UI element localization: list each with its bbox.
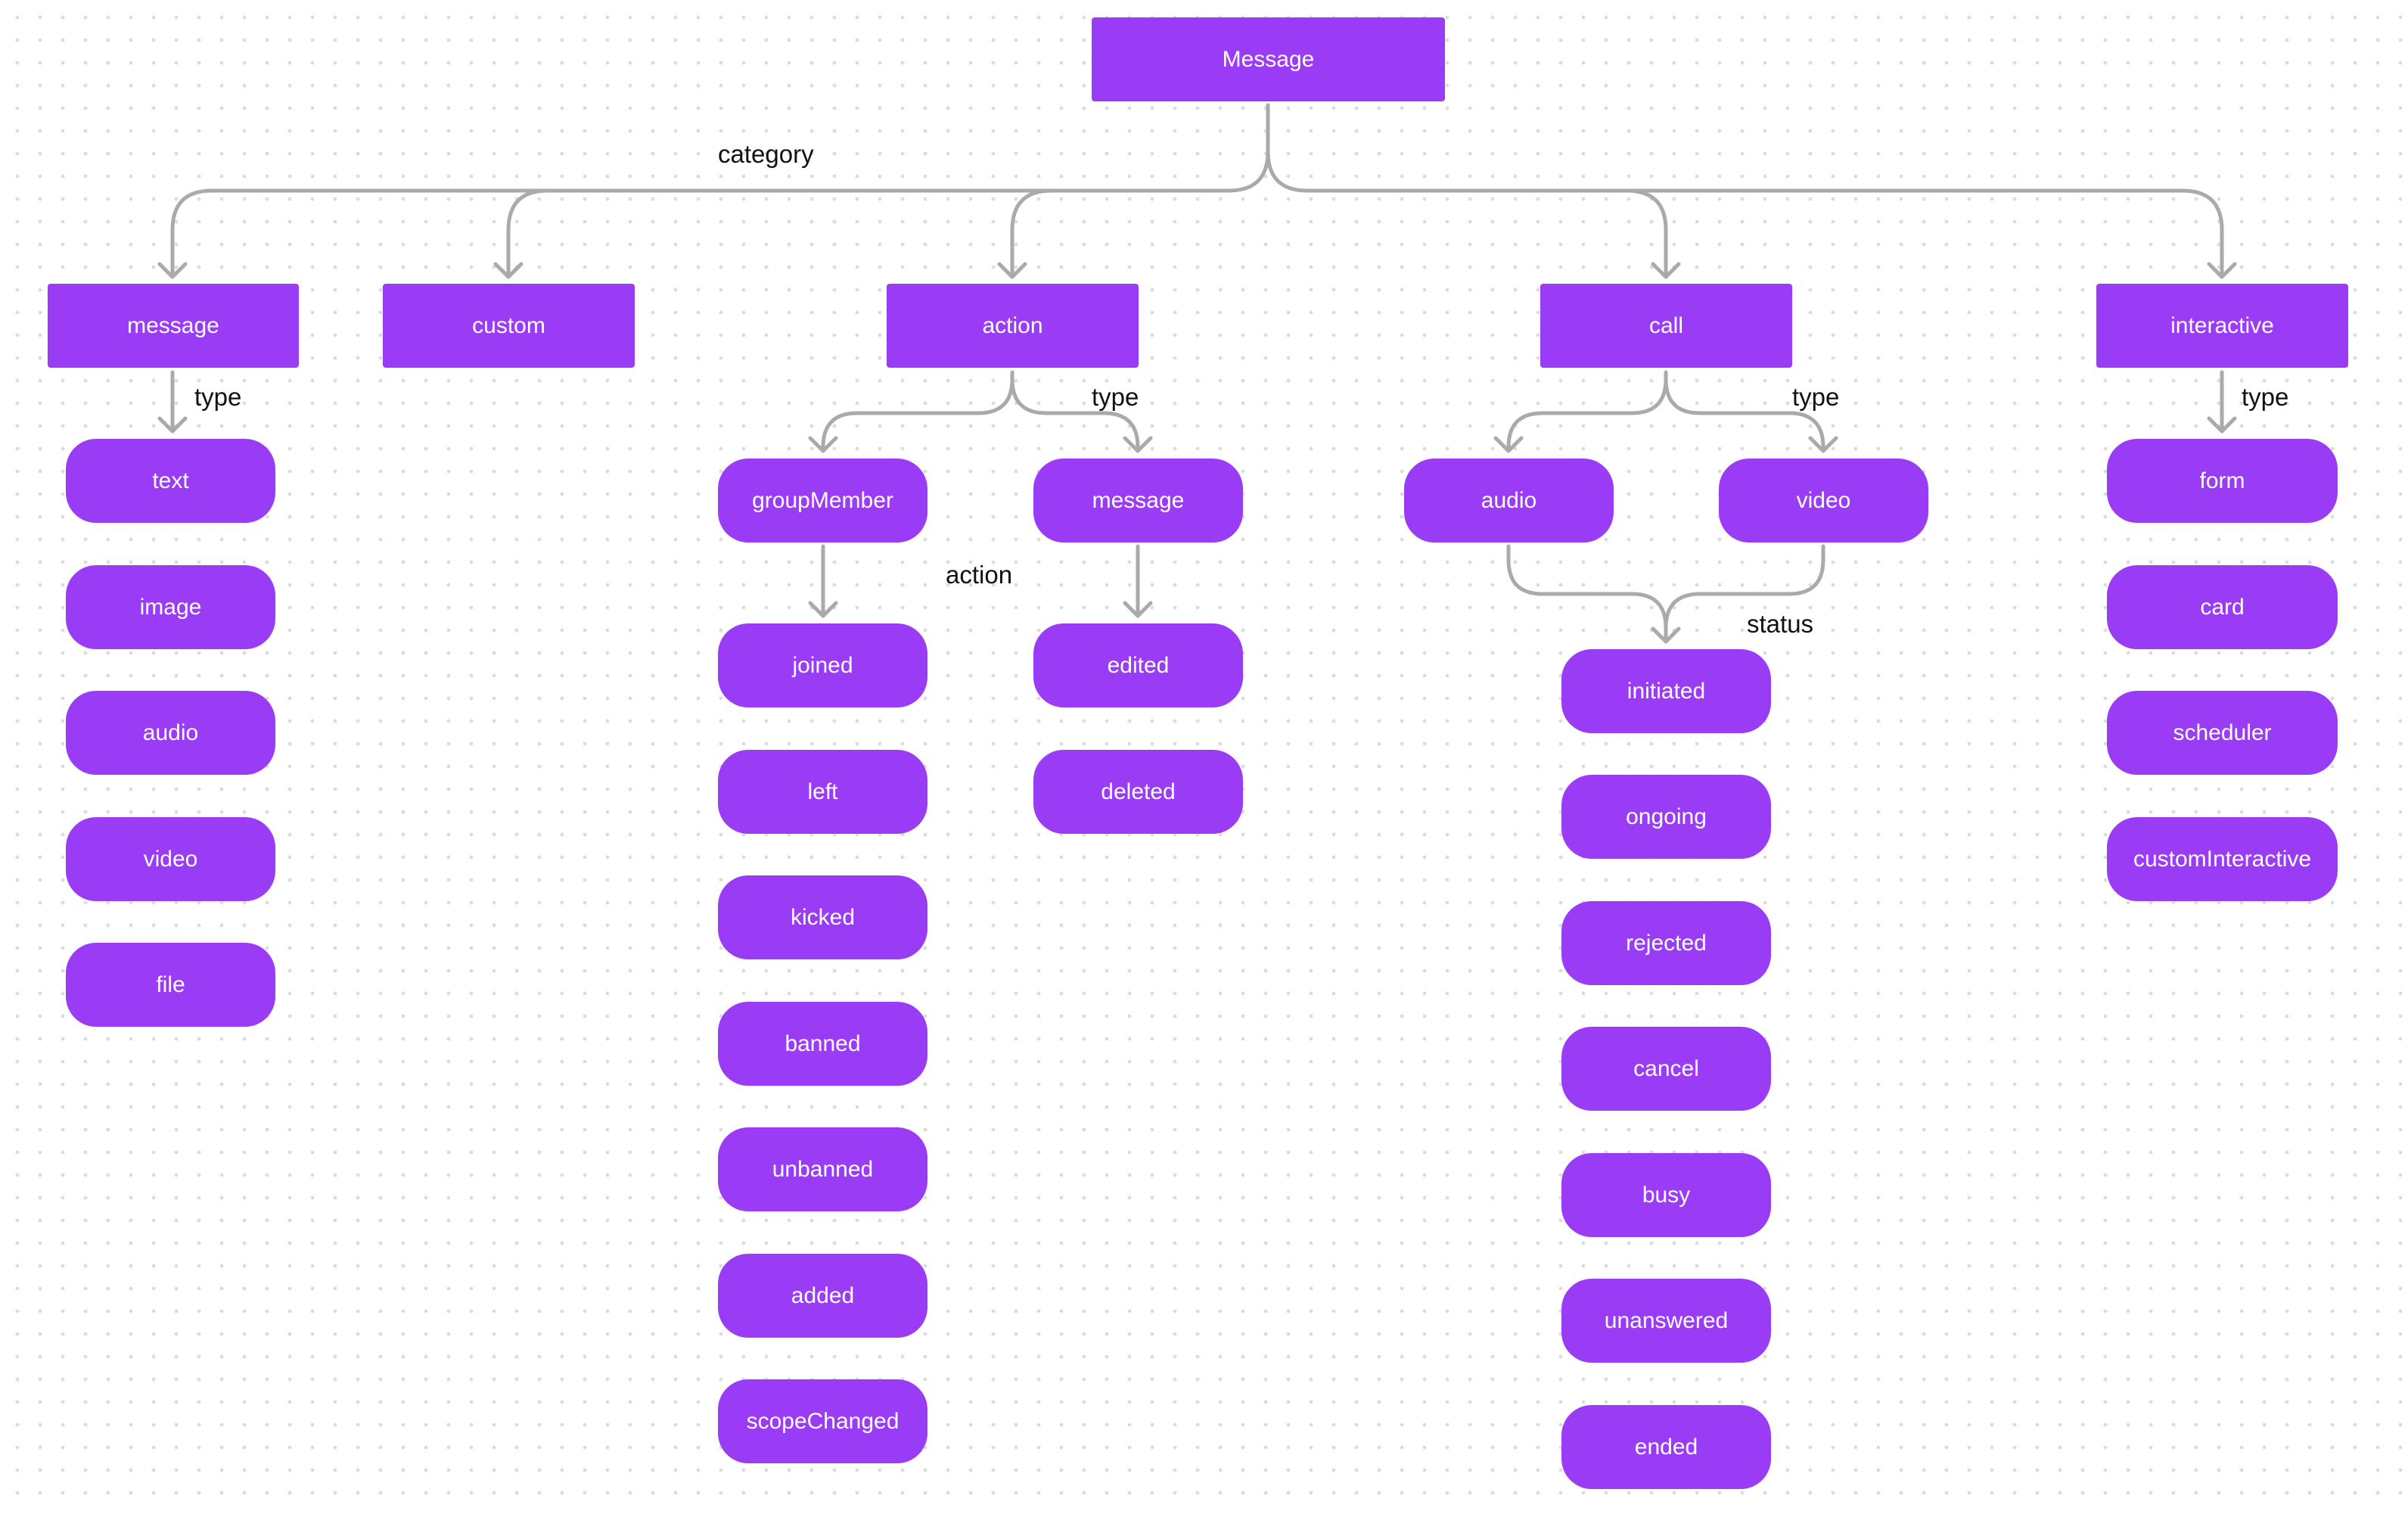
group-member-action-scope-changed: scopeChanged [718, 1379, 927, 1463]
message-type-video: video [66, 817, 275, 901]
arrowhead-action-group-member [808, 436, 838, 453]
category-node-action: action [887, 284, 1139, 368]
group-member-action-added: added [718, 1254, 927, 1338]
connector-root-to-call [1624, 188, 1668, 279]
action-type-message: message [1033, 459, 1243, 542]
call-type-audio: audio [1404, 459, 1614, 542]
group-member-action-kicked: kicked [718, 875, 927, 959]
connector-root-to-custom [506, 188, 550, 279]
arrowhead-category-3 [1651, 262, 1681, 279]
message-type-text: text [66, 439, 275, 523]
interactive-type-form: form [2107, 439, 2338, 523]
arrowhead-category-1 [493, 262, 524, 279]
root-node: Message [1092, 17, 1445, 101]
edge-label-call-status: status [1747, 610, 1814, 638]
call-status-rejected: rejected [1561, 901, 1771, 985]
connector-root-to-message [170, 103, 1270, 279]
edge-label-message-type: type [194, 383, 242, 411]
call-status-cancel: cancel [1561, 1027, 1771, 1111]
message-action-deleted: deleted [1033, 750, 1243, 834]
category-node-interactive: interactive [2096, 284, 2348, 368]
call-status-ended: ended [1561, 1405, 1771, 1489]
category-node-custom: custom [383, 284, 635, 368]
arrowhead-category-0 [157, 262, 188, 279]
message-type-image: image [66, 565, 275, 649]
connector-audio-to-status [1506, 544, 1668, 644]
arrowhead-message-type [157, 416, 188, 434]
category-node-call: call [1540, 284, 1792, 368]
group-member-action-unbanned: unbanned [718, 1127, 927, 1211]
interactive-type-custom-interactive: customInteractive [2107, 817, 2338, 901]
action-type-group-member: groupMember [718, 459, 927, 542]
arrowhead-call-status [1651, 626, 1681, 644]
arrowhead-interactive-type [2207, 416, 2237, 434]
edge-label-interactive-type: type [2242, 383, 2289, 411]
connector-action-to-group-member [821, 370, 1014, 453]
connector-root-to-interactive [1266, 149, 2224, 279]
connector-call-to-audio [1506, 370, 1668, 453]
message-action-edited: edited [1033, 623, 1243, 707]
message-type-audio: audio [66, 691, 275, 775]
edge-label-call-type: type [1792, 383, 1840, 411]
call-status-unanswered: unanswered [1561, 1279, 1771, 1363]
call-status-ongoing: ongoing [1561, 775, 1771, 859]
connector-video-to-status [1664, 544, 1825, 630]
category-node-message: message [48, 284, 299, 368]
call-status-initiated: initiated [1561, 649, 1771, 733]
connector-root-to-action [1010, 188, 1054, 279]
edge-label-action-action: action [946, 561, 1013, 589]
arrowhead-call-video [1808, 436, 1838, 453]
arrowhead-message-actions [1123, 601, 1153, 618]
connector-action-to-message [1010, 377, 1140, 453]
interactive-type-card: card [2107, 565, 2338, 649]
connector-call-to-video [1664, 377, 1825, 453]
message-type-file: file [66, 943, 275, 1027]
edge-label-category: category [718, 140, 814, 168]
call-status-busy: busy [1561, 1153, 1771, 1237]
group-member-action-banned: banned [718, 1002, 927, 1086]
arrowhead-action-message [1123, 436, 1153, 453]
arrowhead-call-audio [1493, 436, 1524, 453]
call-type-video: video [1719, 459, 1928, 542]
group-member-action-left: left [718, 750, 927, 834]
edge-label-action-type: type [1092, 383, 1139, 411]
interactive-type-scheduler: scheduler [2107, 691, 2338, 775]
arrowhead-category-2 [997, 262, 1027, 279]
arrowhead-group-member-actions [808, 601, 838, 618]
group-member-action-joined: joined [718, 623, 927, 707]
arrowhead-category-4 [2207, 262, 2237, 279]
